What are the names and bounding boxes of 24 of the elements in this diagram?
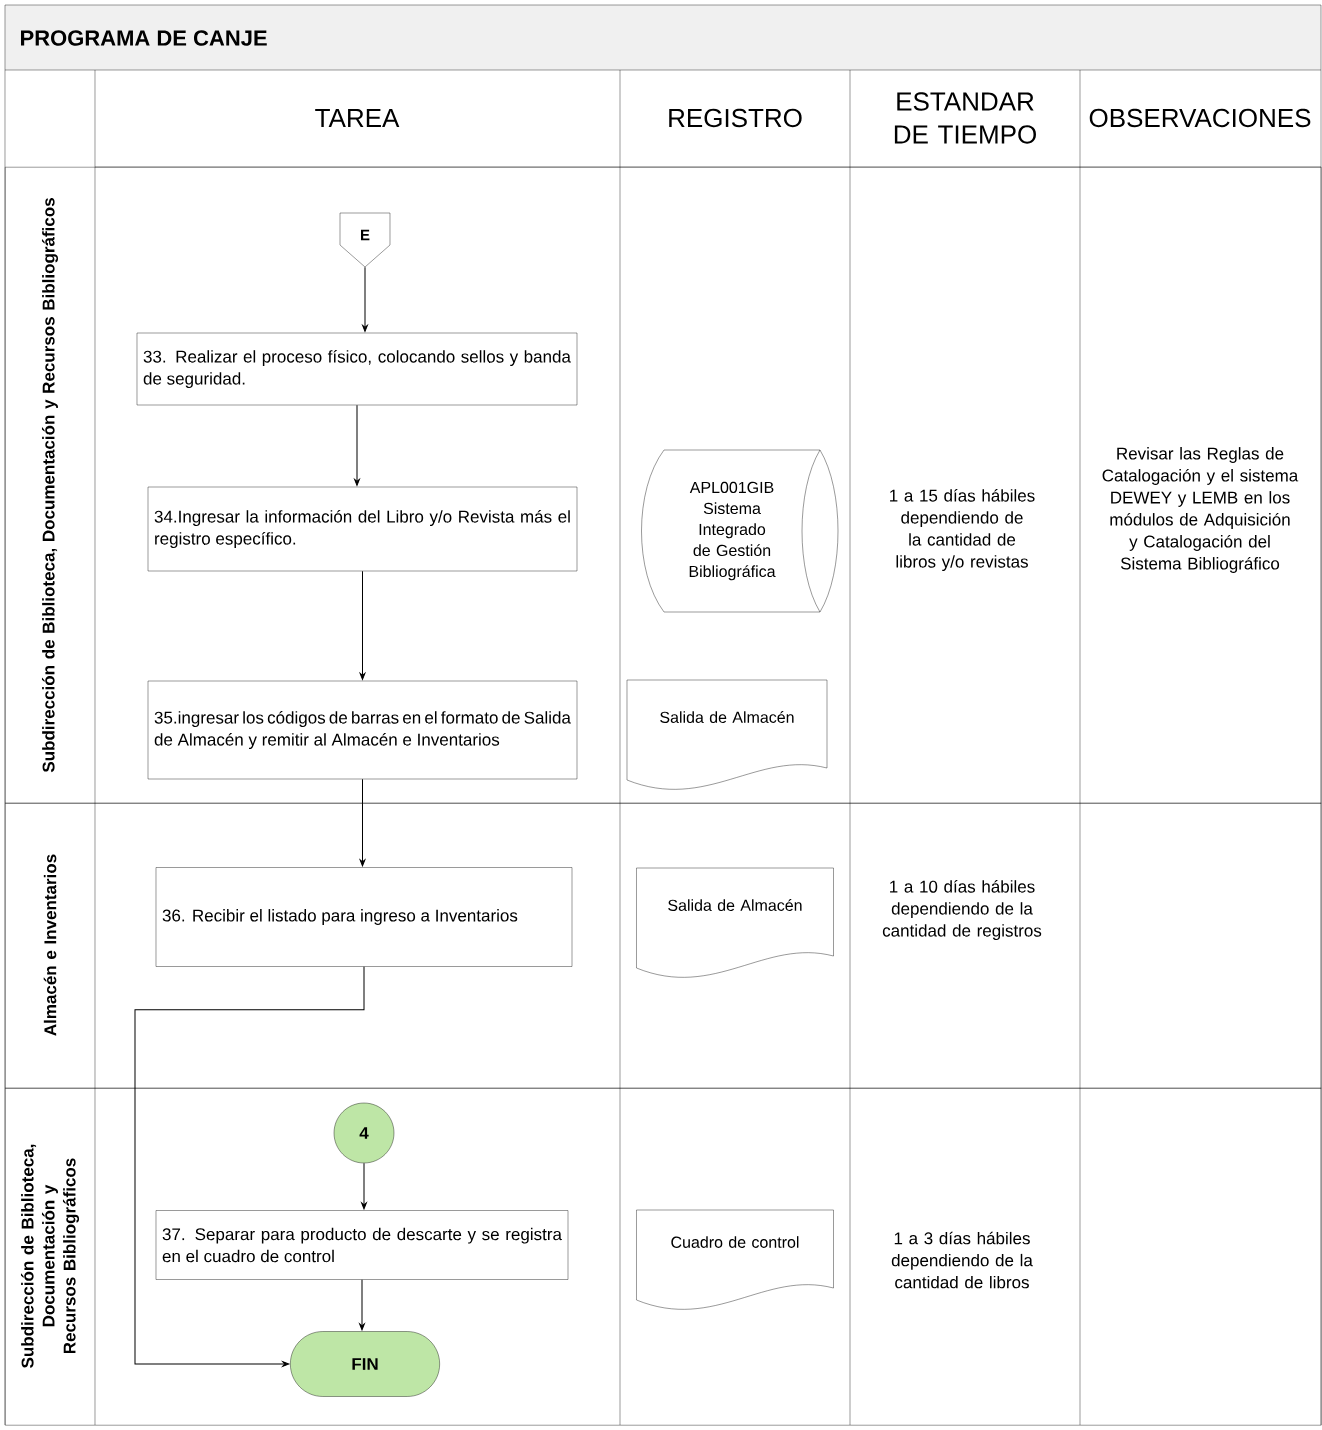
process-box: 35.ingresar los códigos de barras en el formato de Salida de Almacén y remitir al Almacén e Inventarios	[147, 680, 578, 780]
arrow	[361, 1162, 367, 1210]
column-header: OBSERVACIONES	[1089, 108, 1311, 128]
terminator: FIN	[290, 1331, 440, 1397]
time-note: 1 a 15 días hábiles dependiendo de la cantidad de libros y/o revistas	[890, 489, 1035, 572]
process-box: 33. Realizar el proceso físico, colocando sellos y banda de seguridad.	[136, 332, 578, 406]
time-note: 1 a 10 días hábiles dependiendo de la cantidad de registros	[882, 880, 1042, 941]
arrow	[359, 570, 366, 680]
column-header: ESTANDAR DE TIEMPO	[894, 92, 1036, 144]
stored-data-shape: APL001GIB Sistema Integrado de Gestión Bibliográfica	[641, 449, 839, 613]
process-box: 36. Recibir el listado para ingreso a Inventarios	[155, 867, 573, 967]
observation-note: Revisar las Reglas de Catalogación y el sistema DEWEY y LEMB en los módulos de Adquisición y Catalogación del Sistema Bibliográfico	[1102, 447, 1299, 573]
process-box: 34.Ingresar la información del Libro y/o Revista más el registro específico.	[147, 486, 578, 572]
arrow	[359, 1279, 365, 1331]
arrow	[134, 966, 365, 1367]
arrow	[359, 778, 366, 867]
column-header: TAREA	[315, 109, 400, 127]
column-header: REGISTRO	[669, 108, 802, 128]
process-box: 37. Separar para producto de descarte y se registra en el cuadro de control	[155, 1210, 569, 1280]
arrow	[354, 404, 360, 486]
title-band: PROGRAMA DE CANJE	[4, 4, 1322, 71]
time-note: 1 a 3 días hábiles dependiendo de la cantidad de libros	[891, 1231, 1033, 1289]
arrow	[362, 266, 368, 332]
off-page-connector: E	[339, 212, 391, 268]
